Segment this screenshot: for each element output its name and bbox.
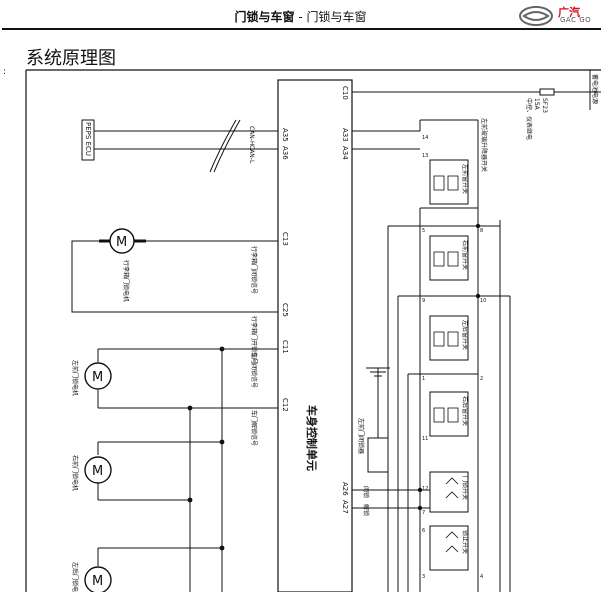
brand-name-en: GAC GO [560,16,592,24]
power-source: 蓄电池电源 [591,74,599,104]
bcm-box [277,79,353,592]
switch-lr-label: 左后窗开关 [461,320,469,350]
motor-right-front: M 右前门锁电机 [71,455,112,491]
header-title-sub: 门锁与车窗 [306,10,367,24]
pin-num: 10 [480,298,486,304]
motor-left-front-symbol: M [92,370,103,385]
trunk-motor-label: 行李箱门锁电机 [122,260,130,302]
signal-c12: 车门解锁信号 [250,410,258,446]
pin-num: 13 [422,153,428,159]
trunk-motor-symbol: M [116,235,127,250]
pin-a36: A36 [281,146,289,160]
signal-a26: 闭锁 [362,486,370,498]
brand-logo: 广汽 GAC GO [518,4,601,28]
motor-left-front-icon [84,362,112,390]
signal-a27: 解锁 [362,504,370,516]
diagram-frame [25,69,601,592]
pin-num: 2 [480,376,483,382]
motor-right-front-symbol: M [92,464,103,479]
peps-ecu-box [81,119,95,161]
pin-a35: A35 [281,128,289,142]
pin-a27: A27 [341,500,349,514]
pin-a33: A33 [341,128,349,142]
motor-left-front: M 左前门锁电机 [71,360,112,396]
switch-lr [429,315,469,361]
switch-child-label: 锁止开关 [461,530,469,554]
pin-num: 7 [422,510,425,516]
pin-num: 12 [422,486,428,492]
frame-side-mark: : [3,67,6,77]
header-title-main: 门锁与车窗 [234,10,295,24]
fuse-rating: 15A [533,98,540,111]
pin-num: 6 [422,528,425,534]
signal-c11: 车门闭锁信号 [250,352,258,388]
pin-c13: C13 [281,232,289,246]
pin-num: 14 [422,135,428,141]
switch-rr-label: 右后窗开关 [461,396,469,426]
pin-num: 4 [480,574,483,580]
pin-c10: C10 [341,86,349,100]
trunk-motor: M 行李箱门锁电机 [99,228,146,302]
pin-c11: C11 [281,340,289,354]
pin-a26: A26 [341,482,349,496]
can-h-label: CAN-H [248,126,255,145]
pin-num: 8 [480,228,483,234]
gac-logo-icon [519,6,553,26]
pin-c12: C12 [281,398,289,412]
header-rule [2,28,601,30]
signal-c25: 行李箱门开锁信号 [250,316,258,364]
switch-lf-label: 左前窗开关 [461,164,469,194]
motor-right-front-label: 右前门锁电机 [71,455,79,491]
door-lock-left-box [367,437,389,473]
door-lock-left-label: 左前门闭锁器 [357,418,365,454]
signal-c13: 行李箱门闭锁信号 [250,246,258,294]
switch-group-label: 左前玻璃升降器开关 [480,118,488,172]
pin-num: 1 [422,376,425,382]
pin-a34: A34 [341,146,349,160]
switch-lock-label: 门锁开关 [461,476,469,500]
header-title-separator: - [294,10,307,24]
motor-left-rear-symbol: M [92,574,103,589]
brand-name-cn: 广汽 [558,6,580,19]
can-l-label: CAN-L [248,145,255,164]
pin-num: 3 [422,574,425,580]
motor-left-rear-icon [84,566,112,592]
switch-child [429,525,469,571]
switch-rr [429,391,469,437]
switch-rf [429,235,469,281]
peps-ecu-label: PEPS ECU [84,122,92,156]
motor-left-rear-label: 左后门锁电机 [71,562,79,592]
fuse-sf23-icon [539,88,555,96]
fuse-location: 中控、仪表继电 [525,98,533,140]
motor-left-front-label: 左前门锁电机 [71,360,79,396]
switch-lf [429,159,469,205]
bcm-label: 车身控制单元 [305,405,319,471]
switch-rf-label: 右前窗开关 [461,240,469,270]
fuse-code: SF23 [541,98,548,113]
pin-c25: C25 [281,303,289,317]
header-title: 门锁与车窗 - 门锁与车窗 [0,8,601,25]
section-title: 系统原理图 [26,48,116,69]
pin-num: 11 [422,436,428,442]
pin-num: 9 [422,298,425,304]
motor-left-rear: M 左后门锁电机 [71,562,112,592]
pin-num: 5 [422,228,425,234]
motor-right-front-icon [84,456,112,484]
switch-lock [429,471,469,513]
